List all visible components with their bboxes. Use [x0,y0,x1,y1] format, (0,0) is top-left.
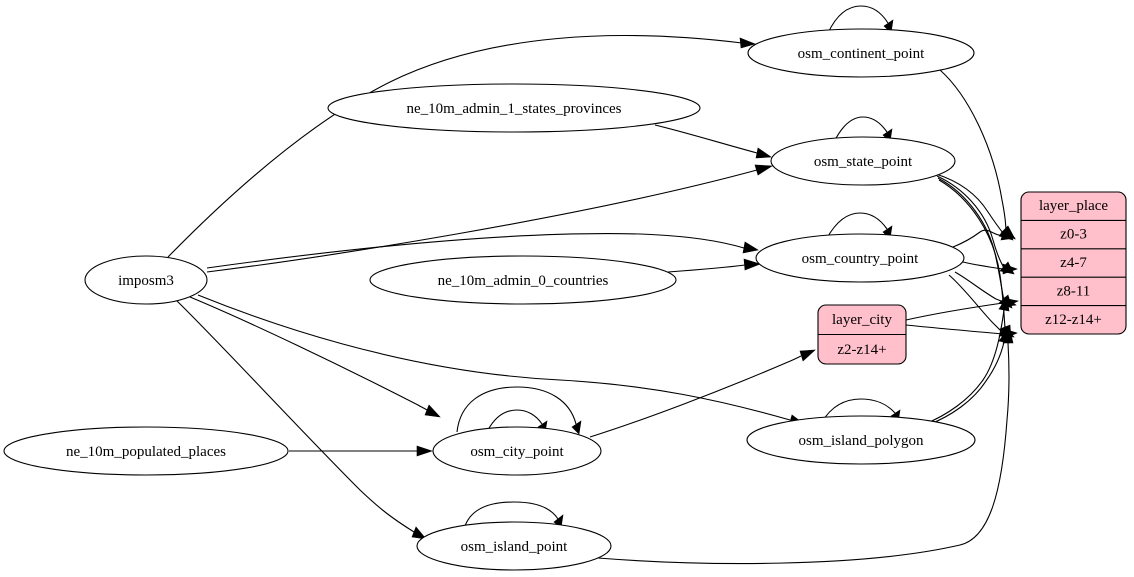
node-osm_country_point[interactable]: osm_country_point [755,233,965,283]
node-label-osm_continent_point: osm_continent_point [798,46,925,62]
edge-osm_island_point-to-layer_place-z12 [597,329,1014,565]
edge-imposm3-to-osm_island_polygon [197,294,805,426]
node-imposm3[interactable]: imposm3 [84,255,208,305]
node-ne_10m_admin_0_countries[interactable]: ne_10m_admin_0_countries [369,255,677,305]
edge-layer [167,5,1019,565]
node-layer: imposm3 ne_10m_admin_1_states_provinces … [3,28,1127,571]
edge-ne_10m_admin_0_countries-to-osm_country_point [667,258,761,273]
record-row-layer_city-z2[interactable]: z2-z14+ [837,342,886,358]
edge-ne_10m_populated_places-to-osm_city_point [289,445,433,457]
node-osm_city_point[interactable]: osm_city_point [432,426,602,476]
node-ne_10m_populated_places[interactable]: ne_10m_populated_places [3,426,289,476]
node-label-ne_10m_admin_0_countries: ne_10m_admin_0_countries [438,273,609,289]
edge-osm_country_point-to-layer_place-z4 [962,261,1018,275]
record-row-layer_place-z4[interactable]: z4-7 [1060,255,1087,271]
node-label-osm_state_point: osm_state_point [814,154,913,170]
node-osm_island_point[interactable]: osm_island_point [416,521,612,571]
node-ne_10m_admin_1_states_provinces[interactable]: ne_10m_admin_1_states_provinces [327,83,701,133]
edge-osm_country_point-to-layer_place-z0 [952,229,1016,248]
edge-imposm3-to-osm_continent_point [167,34,756,258]
node-osm_state_point[interactable]: osm_state_point [770,136,956,186]
record-row-layer_city-head: layer_city [832,312,892,328]
edge-ne_10m_admin_1_states_provinces-to-osm_state_point [654,124,772,159]
edge-imposm3-to-osm_island_point [176,300,427,540]
record-node-layer_place[interactable]: layer_place z0-3 z4-7 z8-11 z12-z14+ [1020,191,1127,335]
edge-imposm3-to-osm_country_point [206,233,759,269]
node-label-ne_10m_admin_1_states_provinces: ne_10m_admin_1_states_provinces [407,101,622,117]
edge-osm_city_point-to-layer_city-z2 [589,349,816,438]
record-row-layer_place-z12[interactable]: z12-z14+ [1045,312,1102,328]
record-node-layer_city[interactable]: layer_city z2-z14+ [817,304,907,365]
node-osm_island_polygon[interactable]: osm_island_polygon [746,415,976,465]
node-label-osm_country_point: osm_country_point [802,251,919,267]
node-label-osm_city_point: osm_city_point [470,444,564,460]
edge-imposm3-to-osm_state_point [206,164,773,273]
node-label-imposm3: imposm3 [118,273,174,289]
self-loop-osm_city_point-outer [456,386,582,435]
edge-osm_island_polygon-to-layer_place-z12 [927,328,1010,426]
node-label-osm_island_point: osm_island_point [461,539,569,555]
edge-osm_state_point-to-layer_place-z8 [937,177,1013,309]
record-row-layer_place-z8[interactable]: z8-11 [1057,283,1091,299]
node-osm_continent_point[interactable]: osm_continent_point [747,28,975,78]
record-row-layer_place-head: layer_place [1039,198,1108,214]
edge-imposm3-to-osm_city_point [189,296,441,418]
edge-osm_island_polygon-to-layer_place-z8 [924,296,1010,425]
node-label-ne_10m_populated_places: ne_10m_populated_places [66,444,226,460]
node-label-osm_island_polygon: osm_island_polygon [798,433,924,449]
record-row-layer_place-z0[interactable]: z0-3 [1060,227,1087,243]
